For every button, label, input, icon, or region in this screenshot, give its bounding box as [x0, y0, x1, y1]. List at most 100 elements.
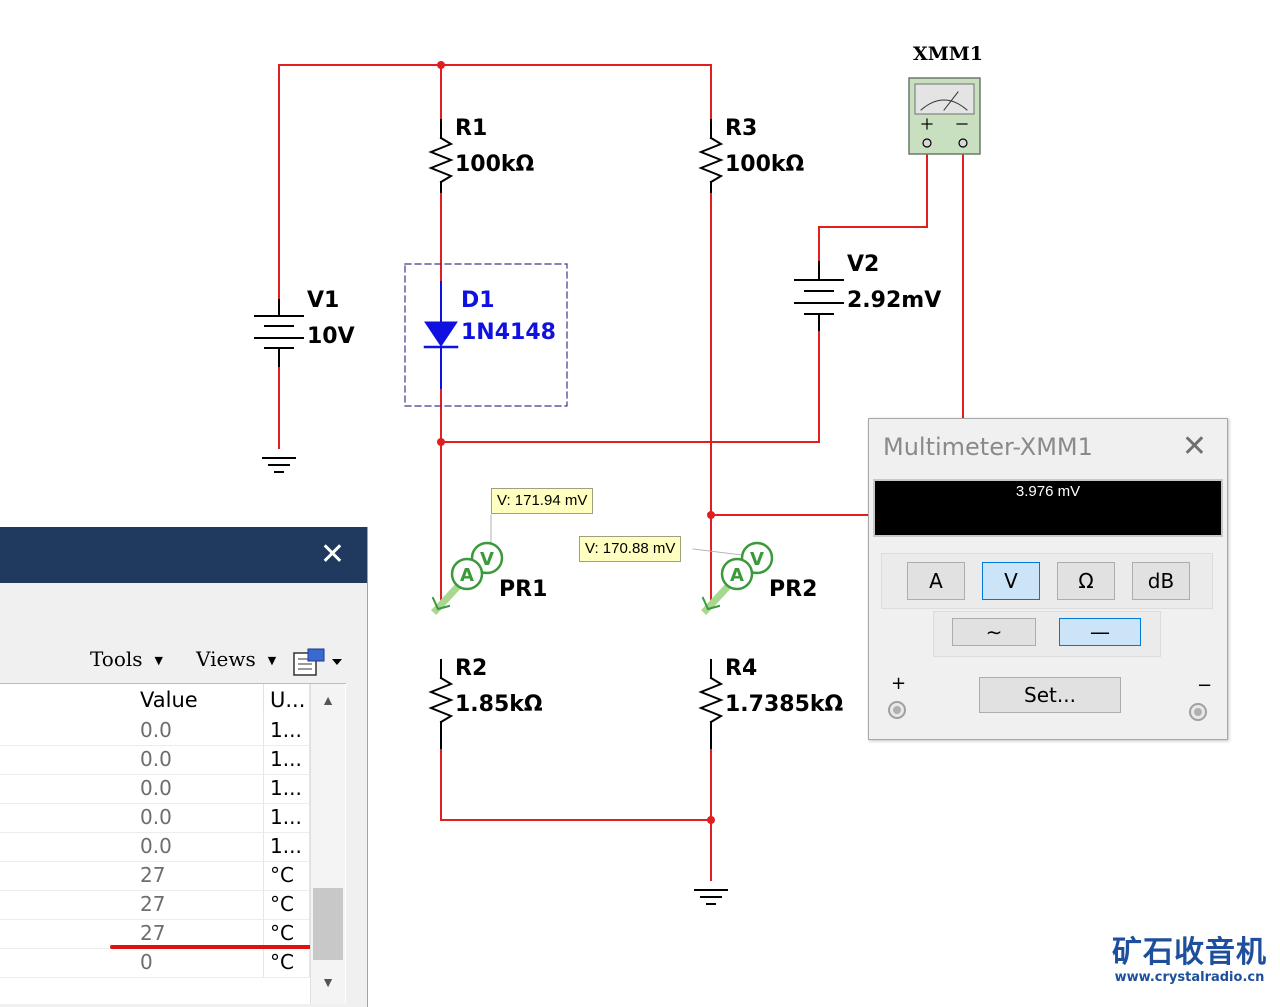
d1-name-label: D1 — [461, 288, 495, 313]
multimeter-display: 3.976 mV — [873, 479, 1223, 537]
d1-model-label: 1N4148 — [461, 320, 556, 345]
value-cell: 27 — [134, 919, 264, 948]
value-cell: 0.0 — [134, 716, 264, 745]
unit-column-header[interactable]: U... — [264, 684, 310, 716]
table-row[interactable]: 27°C — [0, 861, 310, 891]
multimeter-window[interactable]: Multimeter-XMM1 ✕ 3.976 mV A V Ω dB ∼ — … — [868, 418, 1228, 740]
vertical-scrollbar[interactable]: ▲ ▼ — [310, 684, 345, 1004]
settings-button[interactable]: Set... — [979, 677, 1121, 713]
r1-value-label: 100kΩ — [455, 152, 535, 177]
mode-voltmeter-button[interactable]: V — [982, 562, 1040, 600]
value-cell: 27 — [134, 890, 264, 919]
chevron-down-icon: ▼ — [267, 654, 277, 667]
r3-name-label: R3 — [725, 116, 758, 141]
resistor-r2[interactable] — [428, 659, 454, 749]
wires — [278, 64, 964, 881]
positive-terminal-label: + — [891, 673, 907, 694]
unit-cell: °C — [264, 861, 310, 890]
value-cell: 27 — [134, 861, 264, 890]
scroll-down-icon[interactable]: ▼ — [321, 974, 335, 990]
tools-menu[interactable]: Tools ▼ — [90, 647, 163, 671]
v2-name-label: V2 — [847, 252, 880, 277]
r4-value-label: 1.7385kΩ — [725, 692, 844, 717]
multimeter-xmm1-icon[interactable] — [908, 77, 981, 155]
probe-pr1-reading: V: 171.94 mV — [491, 488, 594, 514]
v1-value-label: 10V — [307, 324, 355, 349]
table-row[interactable]: 0°C — [0, 948, 310, 978]
probe-pr1-amp-letter: A — [460, 565, 474, 586]
ground-symbol-left — [262, 457, 296, 473]
r2-name-label: R2 — [455, 656, 488, 681]
unit-cell: °C — [264, 948, 310, 977]
unit-cell: °C — [264, 919, 310, 948]
resistor-r1[interactable] — [428, 119, 454, 193]
v1-name-label: V1 — [307, 288, 340, 313]
r1-name-label: R1 — [455, 116, 488, 141]
unit-cell: 1... — [264, 774, 310, 803]
unit-cell: 1... — [264, 832, 310, 861]
resistor-r4[interactable] — [698, 659, 724, 749]
pr2-name-label: PR2 — [769, 577, 818, 602]
unit-cell: 1... — [264, 716, 310, 745]
resistor-r3[interactable] — [698, 119, 724, 193]
probe-pr2-amp-letter: A — [730, 565, 744, 586]
value-cell: 0.0 — [134, 774, 264, 803]
value-cell: 0.0 — [134, 745, 264, 774]
value-column-header[interactable]: Value — [134, 684, 264, 716]
panel-titlebar — [0, 527, 367, 583]
battery-v1[interactable] — [254, 299, 304, 367]
table-row[interactable]: 27°C — [0, 890, 310, 920]
xmm1-name-label: XMM1 — [913, 43, 984, 65]
ground-symbol-right — [694, 889, 728, 905]
close-icon[interactable]: ✕ — [1181, 429, 1207, 464]
ac-mode-button[interactable]: ∼ — [952, 618, 1036, 646]
multimeter-title: Multimeter-XMM1 — [883, 433, 1093, 461]
value-cell: 0.0 — [134, 832, 264, 861]
r3-value-label: 100kΩ — [725, 152, 805, 177]
pr1-name-label: PR1 — [499, 577, 548, 602]
mode-decibel-button[interactable]: dB — [1132, 562, 1190, 600]
unit-cell: 1... — [264, 803, 310, 832]
value-cell: 0 — [134, 948, 264, 977]
tools-menu-label: Tools — [90, 647, 143, 671]
r2-value-label: 1.85kΩ — [455, 692, 543, 717]
unit-cell: 1... — [264, 745, 310, 774]
watermark-name: 矿石收音机 — [1112, 935, 1267, 970]
clipboard-settings-icon[interactable] — [292, 647, 344, 677]
probe-pr1-icon[interactable] — [431, 514, 504, 615]
chevron-down-icon: ▼ — [154, 654, 163, 667]
diode-d1[interactable] — [404, 263, 568, 407]
views-menu[interactable]: Views ▼ — [196, 647, 276, 671]
multimeter-reading: 3.976 mV — [1015, 483, 1081, 500]
close-icon[interactable]: ✕ — [319, 537, 345, 572]
scrollbar-thumb[interactable] — [313, 888, 343, 960]
watermark-url: www.crystalradio.cn — [1114, 970, 1265, 985]
battery-v2[interactable] — [794, 261, 844, 331]
annotation-underline — [110, 945, 330, 949]
positive-terminal[interactable] — [888, 701, 906, 719]
r4-name-label: R4 — [725, 656, 758, 681]
probe-pr2-volt-letter: V — [750, 549, 764, 570]
views-menu-label: Views — [196, 647, 256, 671]
mode-ohmmeter-button[interactable]: Ω — [1057, 562, 1115, 600]
probe-pr2-icon[interactable] — [692, 541, 774, 615]
junctions — [437, 61, 715, 824]
mode-ammeter-button[interactable]: A — [907, 562, 965, 600]
watermark: 矿石收音机 www.crystalradio.cn — [1112, 936, 1267, 986]
negative-terminal[interactable] — [1189, 703, 1207, 721]
unit-cell: °C — [264, 890, 310, 919]
probe-pr2-reading: V: 170.88 mV — [579, 536, 682, 562]
probe-pr1-volt-letter: V — [480, 549, 494, 570]
v2-value-label: 2.92mV — [847, 288, 942, 313]
scroll-up-icon[interactable]: ▲ — [321, 692, 335, 708]
dc-mode-button[interactable]: — — [1059, 618, 1141, 646]
negative-terminal-label: − — [1197, 675, 1213, 696]
